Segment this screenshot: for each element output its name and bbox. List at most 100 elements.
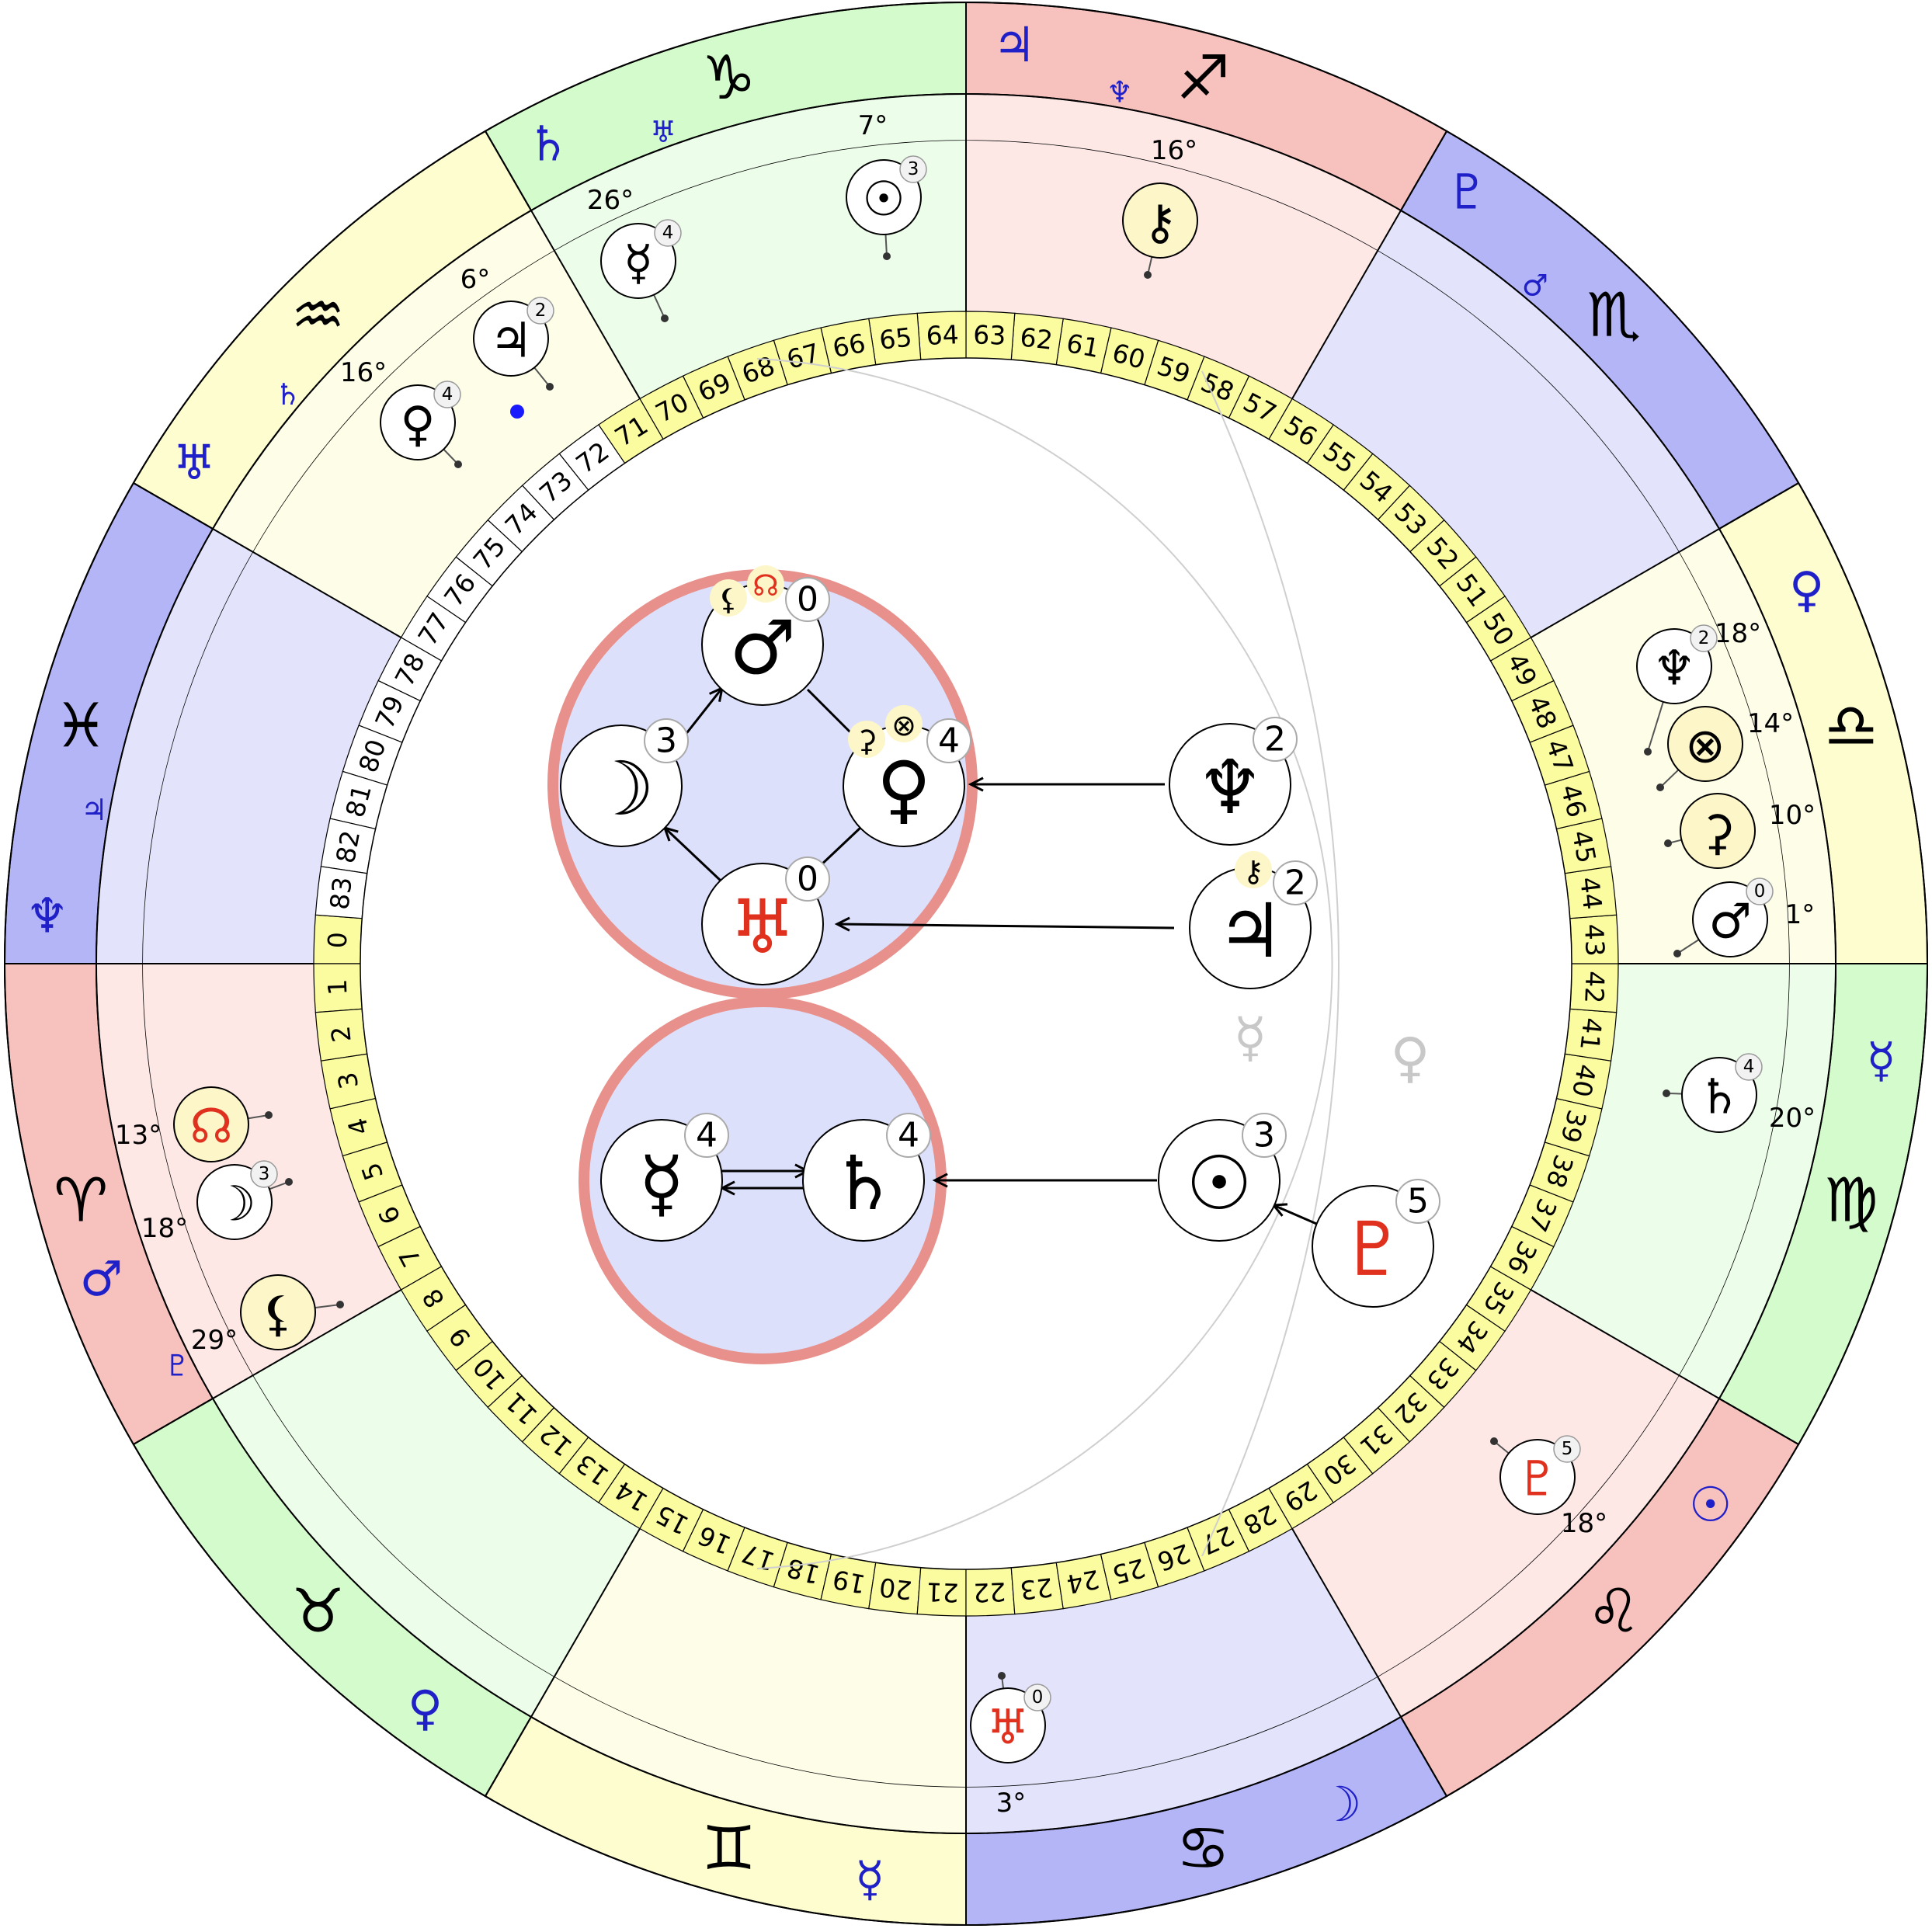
node-glyph: ♇	[1340, 1206, 1406, 1293]
line-mars-venus	[806, 688, 856, 738]
diagram-node-mercury[interactable]: ☿4	[600, 1113, 729, 1242]
degree-label: 62	[1019, 321, 1055, 355]
planet-dot	[661, 314, 669, 322]
mini-circle	[747, 565, 784, 603]
planet-degree: 13°	[115, 1120, 162, 1151]
node-glyph: ☽	[588, 745, 655, 832]
ruler-capricorn-0: ♅	[650, 115, 676, 149]
ruler-libra-0: ♀	[1789, 561, 1824, 618]
degree-label: 22	[973, 1576, 1006, 1608]
diagram-node-uranus[interactable]: ♅0	[701, 857, 830, 985]
diagram-node-jupiter[interactable]: ♃2	[1189, 860, 1318, 989]
node-glyph: ♅	[729, 884, 796, 971]
planet-glyph: ⊗	[1685, 718, 1725, 774]
arrow-sun-saturn-head	[932, 1173, 948, 1188]
badge-circle	[526, 297, 554, 325]
planet-chiron[interactable]: ⚷16°	[1122, 135, 1198, 279]
planet-circle	[1680, 793, 1756, 869]
inner-house-gemini	[554, 1528, 966, 1787]
degree-label: 40	[1566, 1062, 1602, 1100]
planet-glyph: ♅	[986, 1699, 1030, 1756]
planet-degree: 18°	[1561, 1508, 1607, 1539]
ruler-pisces-1: ♆	[26, 887, 69, 943]
planet-uranus[interactable]: ♅03°	[970, 1672, 1051, 1819]
degree-label: 21	[926, 1576, 959, 1608]
planet-sun[interactable]: ☉37°	[846, 110, 927, 260]
sign-boundary	[1291, 1527, 1447, 1797]
arrow-pluto-sun	[1273, 1204, 1321, 1227]
planet-degree: 7°	[858, 110, 888, 141]
badge-circle	[899, 155, 927, 183]
planet-circle	[1667, 706, 1743, 782]
planet-venus[interactable]: ♀ 4 16°	[340, 357, 462, 468]
planet-circle	[380, 384, 456, 460]
node-badge-circle	[1242, 1113, 1287, 1158]
sign-glyph-virgo: ♍	[1824, 1166, 1878, 1235]
mini-point-1: ☊	[747, 565, 784, 603]
diagram-node-saturn[interactable]: ♄4	[802, 1113, 931, 1242]
sign-boundary	[1530, 482, 1799, 638]
planet-degree: 14°	[1747, 708, 1794, 739]
arrow-jupiter-uranus	[836, 923, 1175, 930]
planet-circle	[846, 159, 922, 235]
diagram-node-moon[interactable]: ☽3	[560, 718, 689, 847]
node-badge-circle	[785, 577, 830, 622]
badge-circle	[1553, 1435, 1581, 1463]
planet-degree: 18°	[141, 1213, 188, 1244]
degree-label: 63	[973, 319, 1006, 351]
planet-jupiter[interactable]: ♃26°	[460, 264, 554, 391]
diagram-node-sun[interactable]: ☉3	[1158, 1113, 1287, 1242]
mini-circle	[848, 721, 885, 758]
degree-label: 61	[1064, 328, 1102, 363]
node-badge-circle	[785, 857, 830, 902]
mini-point-4: ⚷	[1235, 851, 1272, 888]
planet-pluto[interactable]: ♇518°	[1490, 1435, 1607, 1539]
planet-dot	[1144, 271, 1152, 279]
degree-label: 1	[322, 978, 353, 996]
badge-text: 4	[662, 223, 674, 243]
planet-circle	[473, 301, 549, 377]
mini-point-2: ⚳	[848, 721, 885, 758]
diagram-node-venus[interactable]: ♀4	[843, 718, 971, 847]
diagram-node-neptune[interactable]: ♆2	[1169, 717, 1298, 846]
badge-circle	[250, 1160, 278, 1188]
node-glyph: ☉	[1186, 1140, 1253, 1227]
mini-circle	[885, 705, 923, 742]
sign-glyph-aquarius: ♒	[291, 281, 346, 351]
node-glyph: ♀	[877, 745, 931, 832]
planet-circle	[196, 1164, 273, 1240]
degree-label: 2	[325, 1024, 357, 1044]
planet-glyph: ♀	[400, 396, 435, 453]
node-glyph: ♄	[830, 1140, 897, 1227]
faint-arc-2	[1201, 370, 1340, 1557]
diagram-node-pluto[interactable]: ♇5	[1312, 1179, 1440, 1308]
planet-glyph: ♆	[1652, 640, 1696, 697]
planet-degree: 16°	[340, 357, 387, 388]
planet-mercury[interactable]: ☿426°	[587, 185, 682, 322]
ruler-capricorn-1: ♄	[526, 116, 570, 172]
planet-moon[interactable]: ☽318°	[141, 1160, 293, 1244]
planet-saturn[interactable]: ♄420°	[1663, 1053, 1816, 1134]
degree-label: 66	[830, 328, 868, 363]
ruler-aquarius-1: ♅	[172, 434, 216, 491]
planet-degree: 6°	[460, 264, 491, 295]
planet-glyph: ⚷	[1142, 194, 1177, 251]
ruler-pisces-0: ♃	[81, 793, 107, 827]
planet-mars[interactable]: ♂01°	[1673, 877, 1815, 957]
degree-label: 0	[322, 931, 353, 948]
sign-glyph-gemini: ♊	[702, 1814, 756, 1884]
planet-fortune[interactable]: ⊗ 14°	[1656, 706, 1794, 791]
planet-dot	[546, 383, 554, 391]
planet-ceres[interactable]: ⚳10°	[1664, 793, 1816, 869]
inner-house-scorpio	[1292, 251, 1679, 638]
ruler-virgo-0: ☿	[1866, 1031, 1896, 1088]
mini-glyph: ⚸	[718, 582, 739, 617]
planet-node[interactable]: ☊13°	[115, 1086, 273, 1162]
planet-glyph: ♂	[1708, 893, 1752, 950]
badge-circle	[1690, 624, 1718, 652]
planet-lilith[interactable]: ⚸29°	[191, 1274, 344, 1356]
degree-label: 43	[1579, 923, 1611, 957]
badge-text: 4	[442, 384, 453, 405]
